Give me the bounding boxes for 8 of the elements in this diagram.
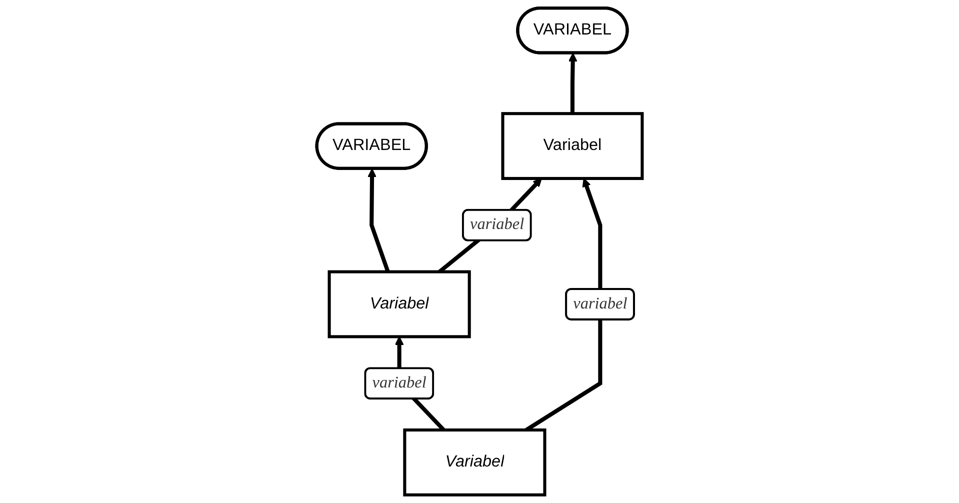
- node-box: Variabel: [328, 270, 471, 338]
- node-box: Variabel: [403, 428, 546, 496]
- node-box: Variabel: [501, 112, 644, 180]
- arrow: [568, 52, 578, 114]
- arrow: [368, 168, 390, 272]
- edge-label: variabel: [470, 216, 524, 234]
- edge-label: variabel: [573, 295, 628, 312]
- edge-label: variabel: [372, 374, 426, 392]
